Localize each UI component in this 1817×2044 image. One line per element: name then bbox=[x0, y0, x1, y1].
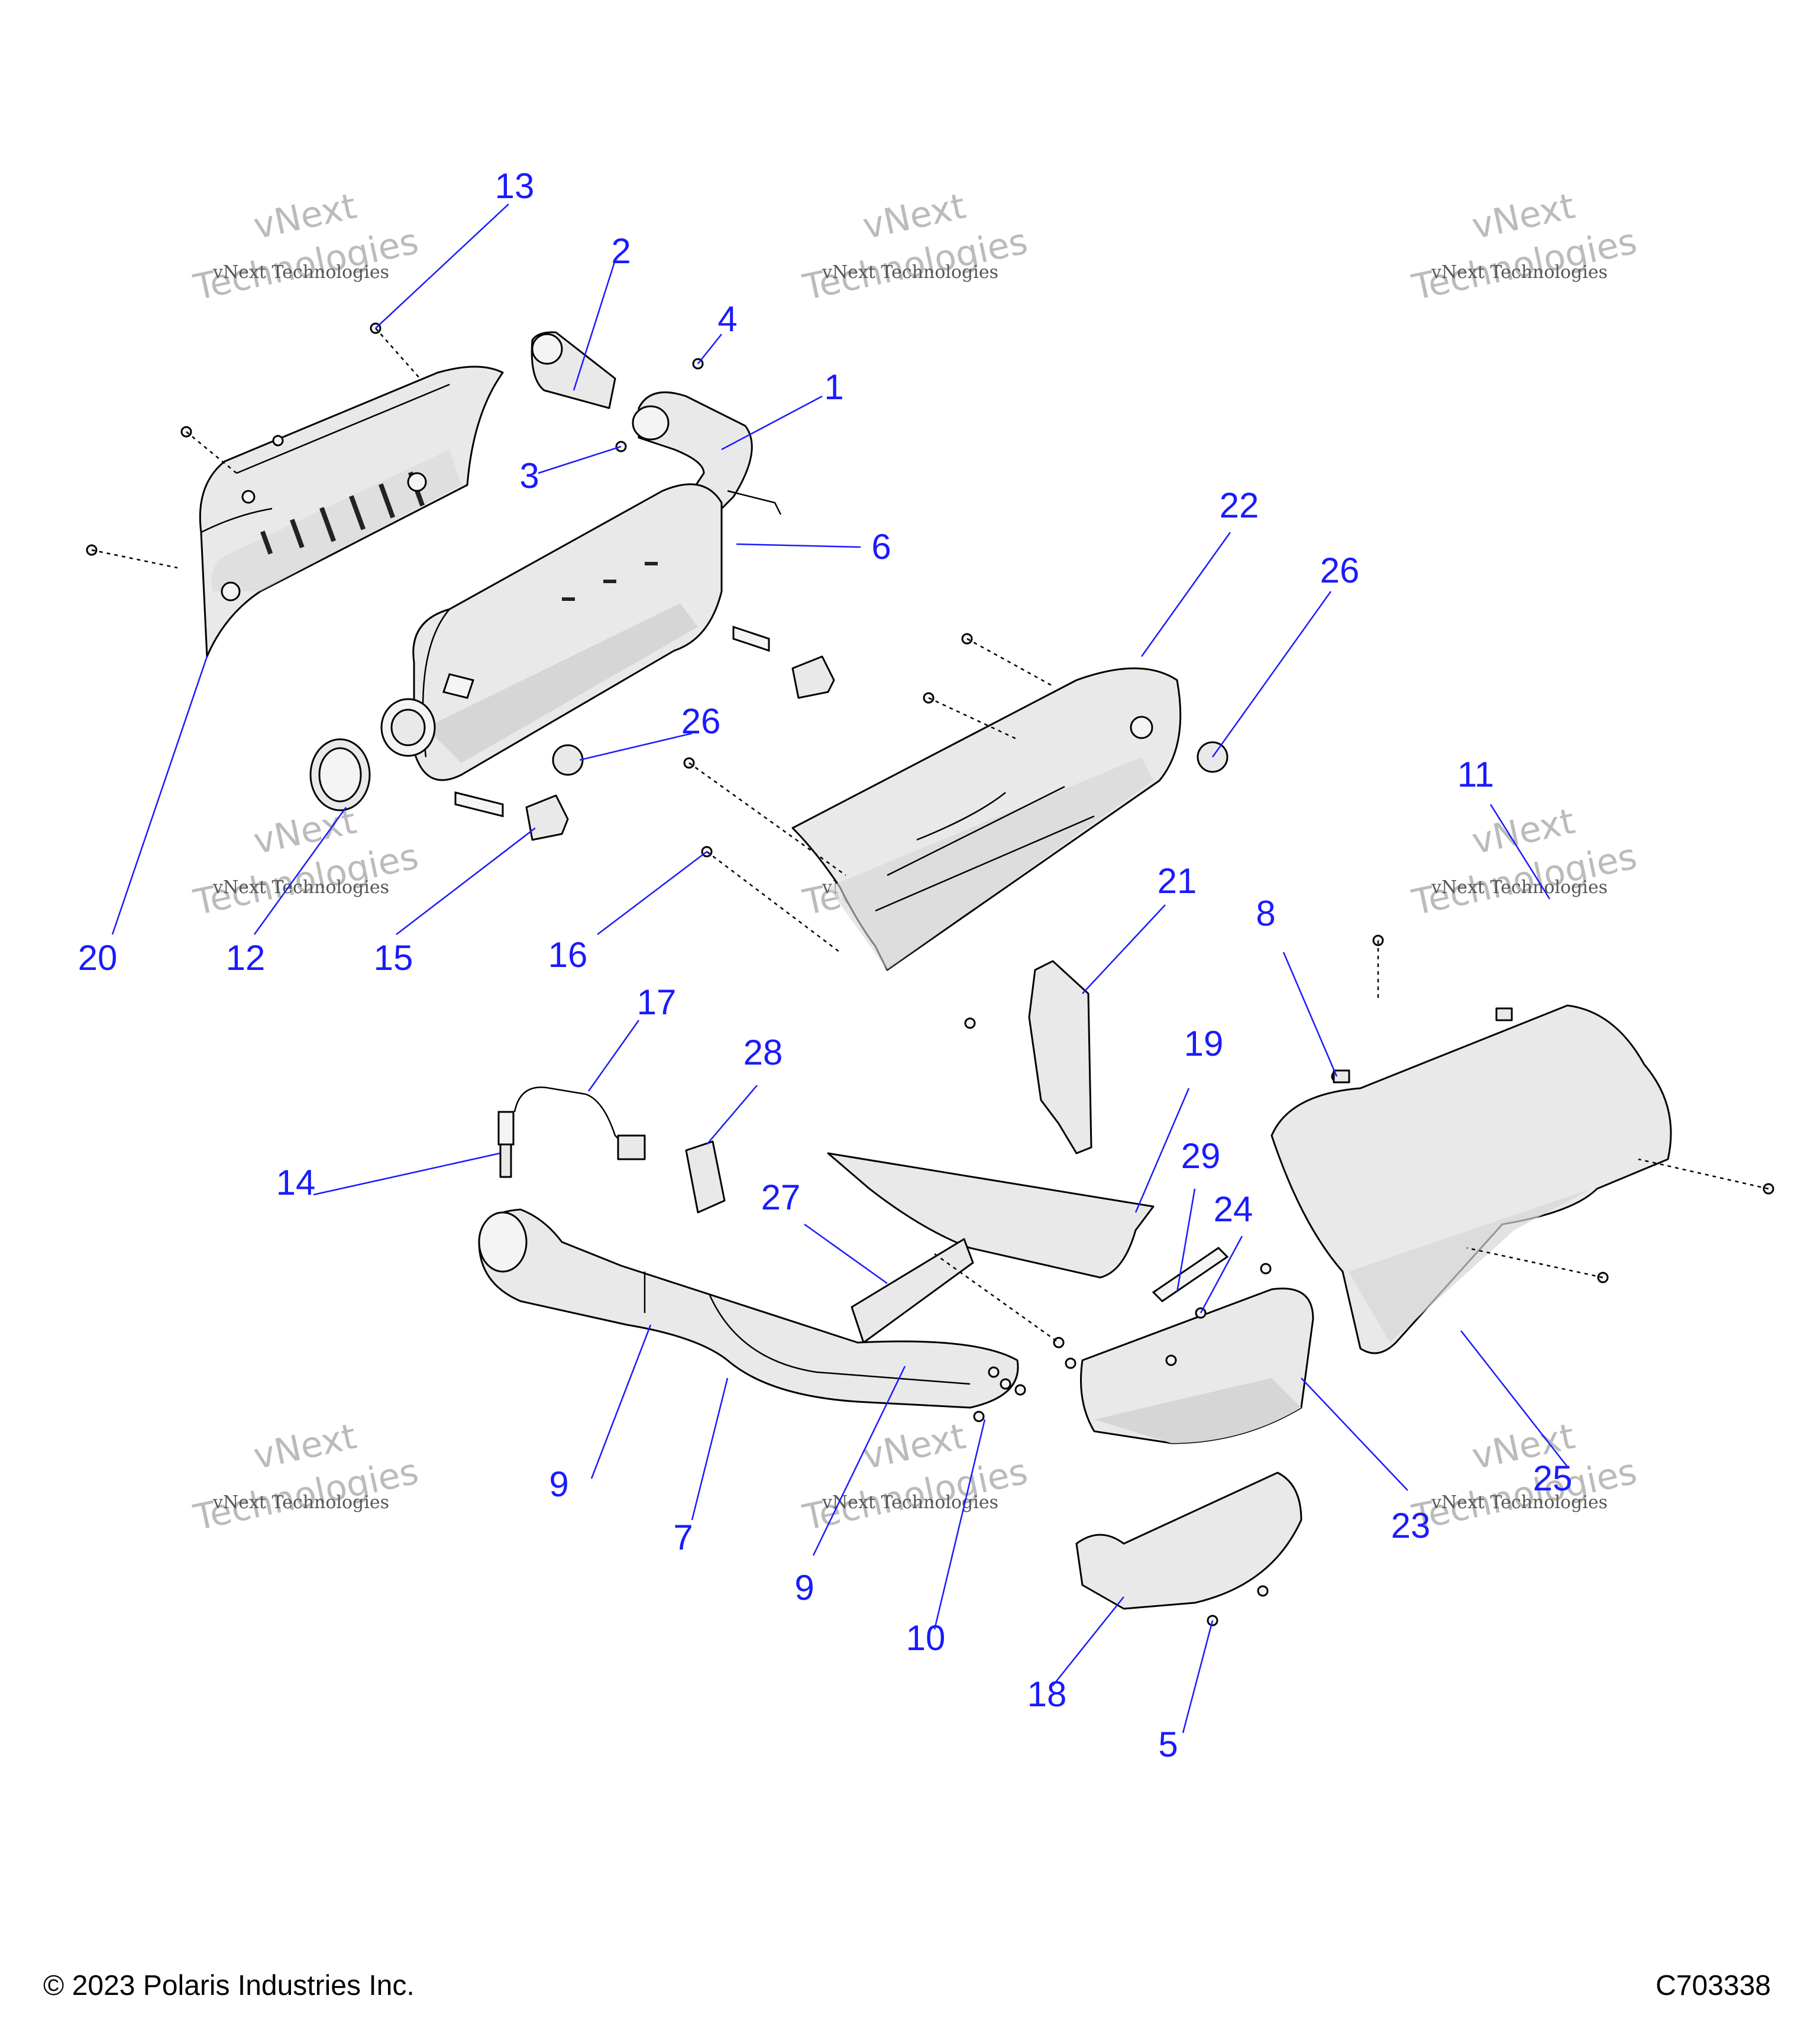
drawing-number: C703338 bbox=[1656, 1970, 1771, 2001]
callout-9-left: 9 bbox=[549, 1464, 568, 1504]
heat-shield-strip bbox=[827, 1152, 1155, 1279]
callout-8: 8 bbox=[1256, 894, 1275, 933]
watermark-text: vNext Technologies bbox=[1431, 877, 1608, 898]
exhaust-gasket bbox=[851, 1238, 974, 1344]
mount-bracket-upper bbox=[791, 655, 835, 699]
tail-pipe bbox=[632, 391, 782, 522]
callout-22: 22 bbox=[1220, 486, 1259, 525]
watermark: vNext Technologies vNext Technologies bbox=[799, 186, 1032, 309]
heat-shield-lower bbox=[1075, 1471, 1302, 1610]
callout-21: 21 bbox=[1158, 861, 1197, 901]
callout-23: 23 bbox=[1391, 1506, 1431, 1545]
callout-3: 3 bbox=[519, 456, 539, 496]
callout-11: 11 bbox=[1457, 755, 1494, 794]
watermark: vNext Technologies vNext Technologies bbox=[190, 801, 422, 924]
mount-bracket-lower bbox=[525, 794, 569, 841]
callout-numbers: 13 2 4 1 3 6 22 26 26 11 20 12 15 16 21 … bbox=[78, 166, 1573, 1764]
watermark-text: vNext Technologies bbox=[1431, 1492, 1608, 1513]
grommet-left bbox=[552, 744, 584, 776]
callout-7: 7 bbox=[673, 1518, 693, 1557]
copyright-notice: © 2023 Polaris Industries Inc. bbox=[43, 1970, 415, 2001]
callout-5: 5 bbox=[1158, 1725, 1178, 1764]
callout-19: 19 bbox=[1184, 1024, 1224, 1063]
callout-27: 27 bbox=[761, 1178, 801, 1217]
callout-29: 29 bbox=[1181, 1136, 1221, 1176]
watermark-text: vNext Technologies bbox=[212, 877, 389, 898]
callout-10: 10 bbox=[906, 1618, 946, 1658]
sensor-harness bbox=[497, 1086, 646, 1178]
watermark: vNext Technologies vNext Technologies bbox=[1408, 801, 1641, 924]
callout-1: 1 bbox=[824, 367, 843, 407]
heat-shield-right bbox=[1270, 1004, 1672, 1354]
callout-28: 28 bbox=[743, 1033, 783, 1072]
callout-12: 12 bbox=[226, 938, 266, 978]
watermark: vNext Technologies vNext Technologies bbox=[190, 1416, 422, 1539]
callout-20: 20 bbox=[78, 938, 118, 978]
callout-2: 2 bbox=[611, 231, 631, 271]
heat-shield-catalyst bbox=[1080, 1288, 1314, 1444]
callout-9-right: 9 bbox=[794, 1568, 814, 1608]
callout-24: 24 bbox=[1214, 1189, 1253, 1229]
watermark-text: vNext Technologies bbox=[1431, 262, 1608, 283]
callout-14: 14 bbox=[276, 1163, 316, 1202]
assembly-lines bbox=[91, 328, 1769, 1344]
fasteners bbox=[86, 322, 1774, 1626]
callout-6: 6 bbox=[871, 527, 891, 567]
heat-shield-muffler bbox=[199, 366, 504, 658]
watermark: vNext Technologies vNext Technologies bbox=[1408, 186, 1641, 309]
callout-18: 18 bbox=[1027, 1674, 1067, 1714]
callout-25: 25 bbox=[1533, 1458, 1573, 1498]
outlet-tip bbox=[531, 331, 616, 409]
callout-13: 13 bbox=[495, 166, 535, 206]
watermark-text: vNext Technologies bbox=[212, 262, 389, 283]
clamp bbox=[309, 738, 371, 811]
muffler bbox=[380, 483, 770, 817]
callout-26-right: 26 bbox=[1320, 551, 1360, 590]
leader-lines bbox=[111, 203, 1568, 1733]
bracket bbox=[1028, 960, 1092, 1154]
watermark-text: vNext Technologies bbox=[822, 1492, 998, 1513]
callout-4: 4 bbox=[717, 299, 737, 339]
callout-17: 17 bbox=[637, 982, 677, 1022]
callout-15: 15 bbox=[374, 938, 413, 978]
head-pipe bbox=[478, 1208, 1019, 1409]
callout-26-left: 26 bbox=[681, 701, 721, 741]
strap bbox=[1152, 1247, 1229, 1302]
rubber-hanger bbox=[685, 1140, 726, 1214]
callout-16: 16 bbox=[548, 935, 588, 975]
watermark-text: vNext Technologies bbox=[212, 1492, 389, 1513]
watermark: vNext Technologies vNext Technologies bbox=[1408, 1416, 1641, 1539]
heat-shield-large bbox=[791, 667, 1182, 971]
watermark-text: vNext Technologies bbox=[822, 262, 998, 283]
watermark: vNext Technologies vNext Technologies bbox=[190, 186, 422, 309]
